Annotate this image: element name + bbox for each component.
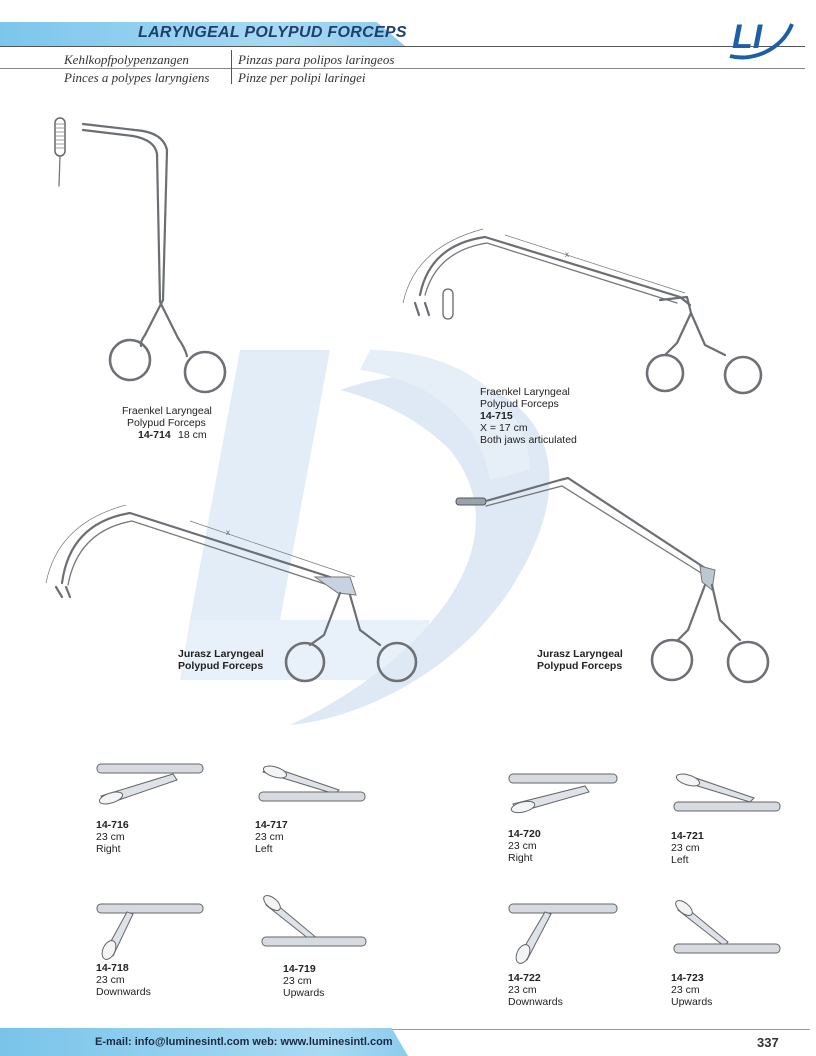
tip-14-720-image — [508, 773, 618, 814]
instrument-jurasz-right-image — [455, 476, 770, 684]
title-rule — [0, 46, 805, 47]
label-jurasz-left-name1: Jurasz Laryngeal — [178, 648, 264, 660]
label-14-714-name1: Fraenkel Laryngeal — [122, 405, 212, 417]
page-title: LARYNGEAL POLYPUD FORCEPS — [138, 24, 407, 41]
instrument-14-715-image: x — [402, 228, 763, 395]
subtitle-es: Pinzas para polipos laringeos — [238, 52, 395, 67]
subtitle-de: Kehlkopfpolypenzangen — [64, 52, 189, 67]
tip-14-723-size: 23 cm — [671, 984, 700, 996]
tip-14-718-size: 23 cm — [96, 974, 125, 986]
logo-swoosh — [729, 23, 794, 60]
dim-mark-x: x — [565, 250, 569, 259]
instrument-14-714-image — [54, 117, 227, 394]
tip-14-717-size: 23 cm — [255, 831, 284, 843]
label-14-715-code: 14-715 — [480, 410, 513, 422]
tip-14-718-image — [96, 903, 204, 960]
instrument-jurasz-left-image: x — [45, 505, 418, 683]
dim-mark-x-2: x — [226, 528, 230, 537]
label-14-715-name1: Fraenkel Laryngeal — [480, 386, 570, 398]
tip-14-722-image — [508, 903, 618, 964]
tip-14-722-size: 23 cm — [508, 984, 537, 996]
tip-14-717-image — [258, 765, 366, 802]
subtitle-it: Pinze per polipi laringei — [238, 70, 366, 85]
tip-14-719-code: 14-719 — [283, 963, 316, 975]
tip-14-719-dir: Upwards — [283, 987, 325, 999]
logo-text: LI — [732, 18, 764, 56]
tip-14-718-dir: Downwards — [96, 986, 151, 998]
tip-14-717-dir: Left — [255, 843, 273, 855]
brand-logo: LI — [729, 18, 794, 60]
tip-14-721-size: 23 cm — [671, 842, 700, 854]
tip-14-721-code: 14-721 — [671, 830, 704, 842]
tip-14-717-code: 14-717 — [255, 819, 288, 831]
tip-14-723-image — [673, 900, 781, 954]
subtitle-divider — [231, 50, 232, 84]
title-band — [0, 22, 405, 46]
tip-14-723-dir: Upwards — [671, 996, 713, 1008]
tip-14-716-image — [96, 763, 204, 805]
tip-14-721-dir: Left — [671, 854, 689, 866]
tip-14-720-code: 14-720 — [508, 828, 541, 840]
footer-rule — [0, 1029, 810, 1030]
tip-14-719-image — [261, 895, 367, 947]
label-14-714-name2: Polypud Forceps — [127, 417, 206, 429]
tip-14-721-image — [673, 773, 781, 812]
page-number: 337 — [757, 1035, 779, 1050]
tip-14-723-code: 14-723 — [671, 972, 704, 984]
label-jurasz-right-name1: Jurasz Laryngeal — [537, 648, 623, 660]
tip-14-720-size: 23 cm — [508, 840, 537, 852]
label-jurasz-left-name2: Polypud Forceps — [178, 660, 264, 672]
tip-14-718-code: 14-718 — [96, 962, 129, 974]
tip-14-719-size: 23 cm — [283, 975, 312, 987]
label-jurasz-right-name2: Polypud Forceps — [537, 660, 623, 672]
label-14-715-x: X = 17 cm — [480, 422, 528, 434]
label-14-715-name2: Polypud Forceps — [480, 398, 559, 410]
footer-contact: E-mail: info@luminesintl.com web: www.lu… — [95, 1036, 393, 1048]
label-14-714-code: 14-714 — [138, 429, 171, 441]
label-14-715-note: Both jaws articulated — [480, 434, 577, 446]
subtitle-rule — [0, 68, 805, 69]
subtitle-fr: Pinces a polypes laryngiens — [64, 70, 210, 85]
footer-band — [0, 1028, 408, 1056]
tip-14-716-size: 23 cm — [96, 831, 125, 843]
tip-14-716-code: 14-716 — [96, 819, 129, 831]
tip-14-720-dir: Right — [508, 852, 533, 864]
label-14-714-size: 18 cm — [178, 429, 207, 441]
tip-14-722-dir: Downwards — [508, 996, 563, 1008]
tip-14-716-dir: Right — [96, 843, 121, 855]
tip-14-722-code: 14-722 — [508, 972, 541, 984]
